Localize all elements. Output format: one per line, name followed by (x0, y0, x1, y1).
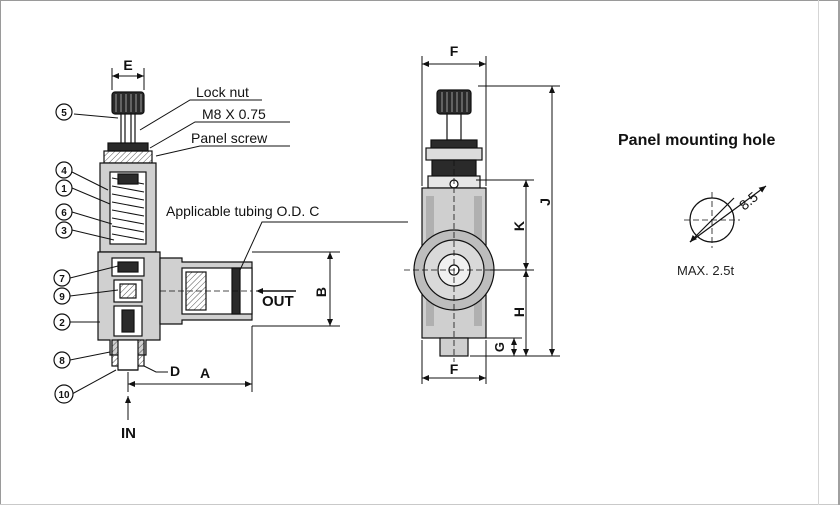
max-thickness-label: MAX. 2.5t (677, 263, 735, 278)
frame-right-border (838, 0, 840, 505)
part-9-callout: 9 (53, 287, 71, 305)
part-3-callout: 3 (55, 221, 73, 239)
adjust-knob (111, 91, 145, 115)
svg-text:8: 8 (59, 356, 65, 367)
dim-F-bottom-label: F (450, 361, 459, 377)
svg-text:3: 3 (61, 226, 67, 237)
part-6-callout: 6 (55, 203, 73, 221)
front-dimension-lines (421, 56, 560, 384)
part-10-callout: 10 (54, 384, 74, 404)
svg-text:10: 10 (58, 390, 70, 401)
dim-J-label: J (537, 198, 553, 206)
svg-text:1: 1 (61, 184, 67, 195)
dim-A-label: A (200, 365, 210, 381)
svg-text:7: 7 (59, 274, 65, 285)
frame-inner-right-border (818, 0, 819, 505)
dim-H-label: H (511, 307, 527, 317)
svg-text:2: 2 (59, 318, 65, 329)
thread-label: M8 X 0.75 (202, 106, 266, 122)
sectional-view (97, 91, 253, 371)
sectional-dimension-lines (69, 68, 408, 420)
part-8-callout: 8 (53, 351, 71, 369)
part-callouts: 5 4 1 6 3 7 9 2 8 10 (53, 103, 74, 404)
dim-K-label: K (511, 221, 527, 231)
svg-text:4: 4 (61, 166, 67, 177)
svg-text:6: 6 (61, 208, 67, 219)
dim-E-label: E (123, 57, 132, 73)
tubing-label: Applicable tubing O.D. C (166, 203, 319, 219)
dim-B-label: B (313, 287, 329, 297)
svg-text:9: 9 (59, 292, 65, 303)
frame-top-border (0, 0, 840, 1)
in-label: IN (121, 425, 136, 442)
part-2-callout: 2 (53, 313, 71, 331)
out-label: OUT (262, 293, 294, 310)
frame-left-border (0, 0, 1, 505)
part-5-callout: 5 (55, 103, 73, 121)
dim-D-label: D (170, 363, 180, 379)
front-view (404, 89, 504, 362)
panel-mounting-hole-title: Panel mounting hole (618, 132, 776, 149)
part-4-callout: 4 (55, 161, 73, 179)
lock-nut-label: Lock nut (196, 84, 249, 100)
dim-F-top-label: F (450, 43, 459, 59)
panel-screw-label: Panel screw (191, 130, 268, 146)
part-1-callout: 1 (55, 179, 73, 197)
part-7-callout: 7 (53, 269, 71, 287)
panel-hole-diagram (684, 185, 767, 248)
dim-G-label: G (492, 342, 507, 352)
svg-text:5: 5 (61, 108, 67, 119)
